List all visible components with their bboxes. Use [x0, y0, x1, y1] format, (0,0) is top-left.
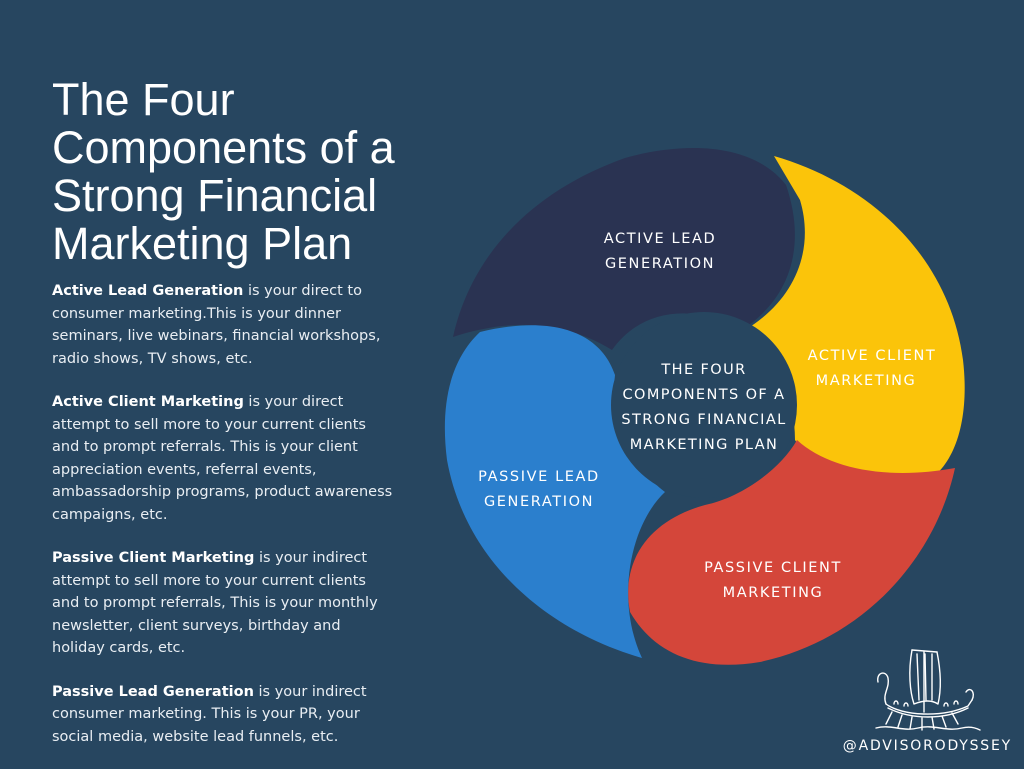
segment-label-active-client: ACTIVE CLIENT MARKETING: [808, 348, 937, 389]
segment-label-active-lead: ACTIVE LEAD GENERATION: [604, 231, 717, 272]
center-label-line: MARKETING PLAN: [630, 437, 779, 453]
segment-label-line: MARKETING: [816, 373, 917, 389]
description-text: is your indirect consumer marketing. Thi…: [52, 683, 367, 745]
segment-label-passive-lead: PASSIVE LEAD GENERATION: [478, 469, 600, 510]
segment-active-client: [745, 156, 965, 485]
segment-label-line: MARKETING: [723, 585, 824, 601]
four-components-wheel: ACTIVE LEAD GENERATION ACTIVE CLIENT MARKE…: [444, 148, 965, 665]
term-active-client: Active Client Marketing: [52, 394, 244, 410]
description-passive-lead: Passive Lead Generation is your indirect…: [52, 681, 397, 749]
center-label-line: STRONG FINANCIAL: [621, 412, 786, 428]
segment-passive-client: [628, 440, 955, 665]
center-label-line: THE FOUR: [660, 362, 746, 378]
term-active-lead: Active Lead Generation: [52, 283, 244, 299]
segment-active-lead: [453, 148, 795, 350]
center-label: THE FOUR COMPONENTS OF A STRONG FINANCIAL M…: [621, 362, 786, 453]
segment-label-line: GENERATION: [484, 494, 594, 510]
center-circle: [611, 312, 797, 498]
segment-label-line: PASSIVE CLIENT: [704, 560, 842, 576]
segment-label-line: ACTIVE LEAD: [604, 231, 717, 247]
segment-label-line: ACTIVE CLIENT: [808, 348, 937, 364]
description-active-lead: Active Lead Generation is your direct to…: [52, 280, 397, 370]
center-label-line: COMPONENTS OF A: [622, 387, 785, 403]
page-title: The Four Components of a Strong Financia…: [52, 74, 395, 269]
segment-label-line: GENERATION: [605, 256, 715, 272]
term-passive-client: Passive Client Marketing: [52, 550, 255, 566]
description-passive-client: Passive Client Marketing is your indirec…: [52, 547, 397, 660]
viking-ship-icon: [875, 649, 981, 731]
description-text: is your direct to consumer marketing.Thi…: [52, 283, 381, 367]
component-descriptions: Active Lead Generation is your direct to…: [52, 280, 397, 769]
description-text: is your direct attempt to sell more to y…: [52, 394, 393, 523]
segment-passive-lead: [444, 325, 665, 658]
segment-label-line: PASSIVE LEAD: [478, 469, 600, 485]
description-text: is your indirect attempt to sell more to…: [52, 550, 378, 656]
term-passive-lead: Passive Lead Generation: [52, 683, 254, 700]
description-active-client: Active Client Marketing is your direct a…: [52, 391, 397, 526]
segment-label-passive-client: PASSIVE CLIENT MARKETING: [704, 560, 842, 601]
brand-handle: @ADVISORODYSSEY: [842, 738, 1012, 754]
